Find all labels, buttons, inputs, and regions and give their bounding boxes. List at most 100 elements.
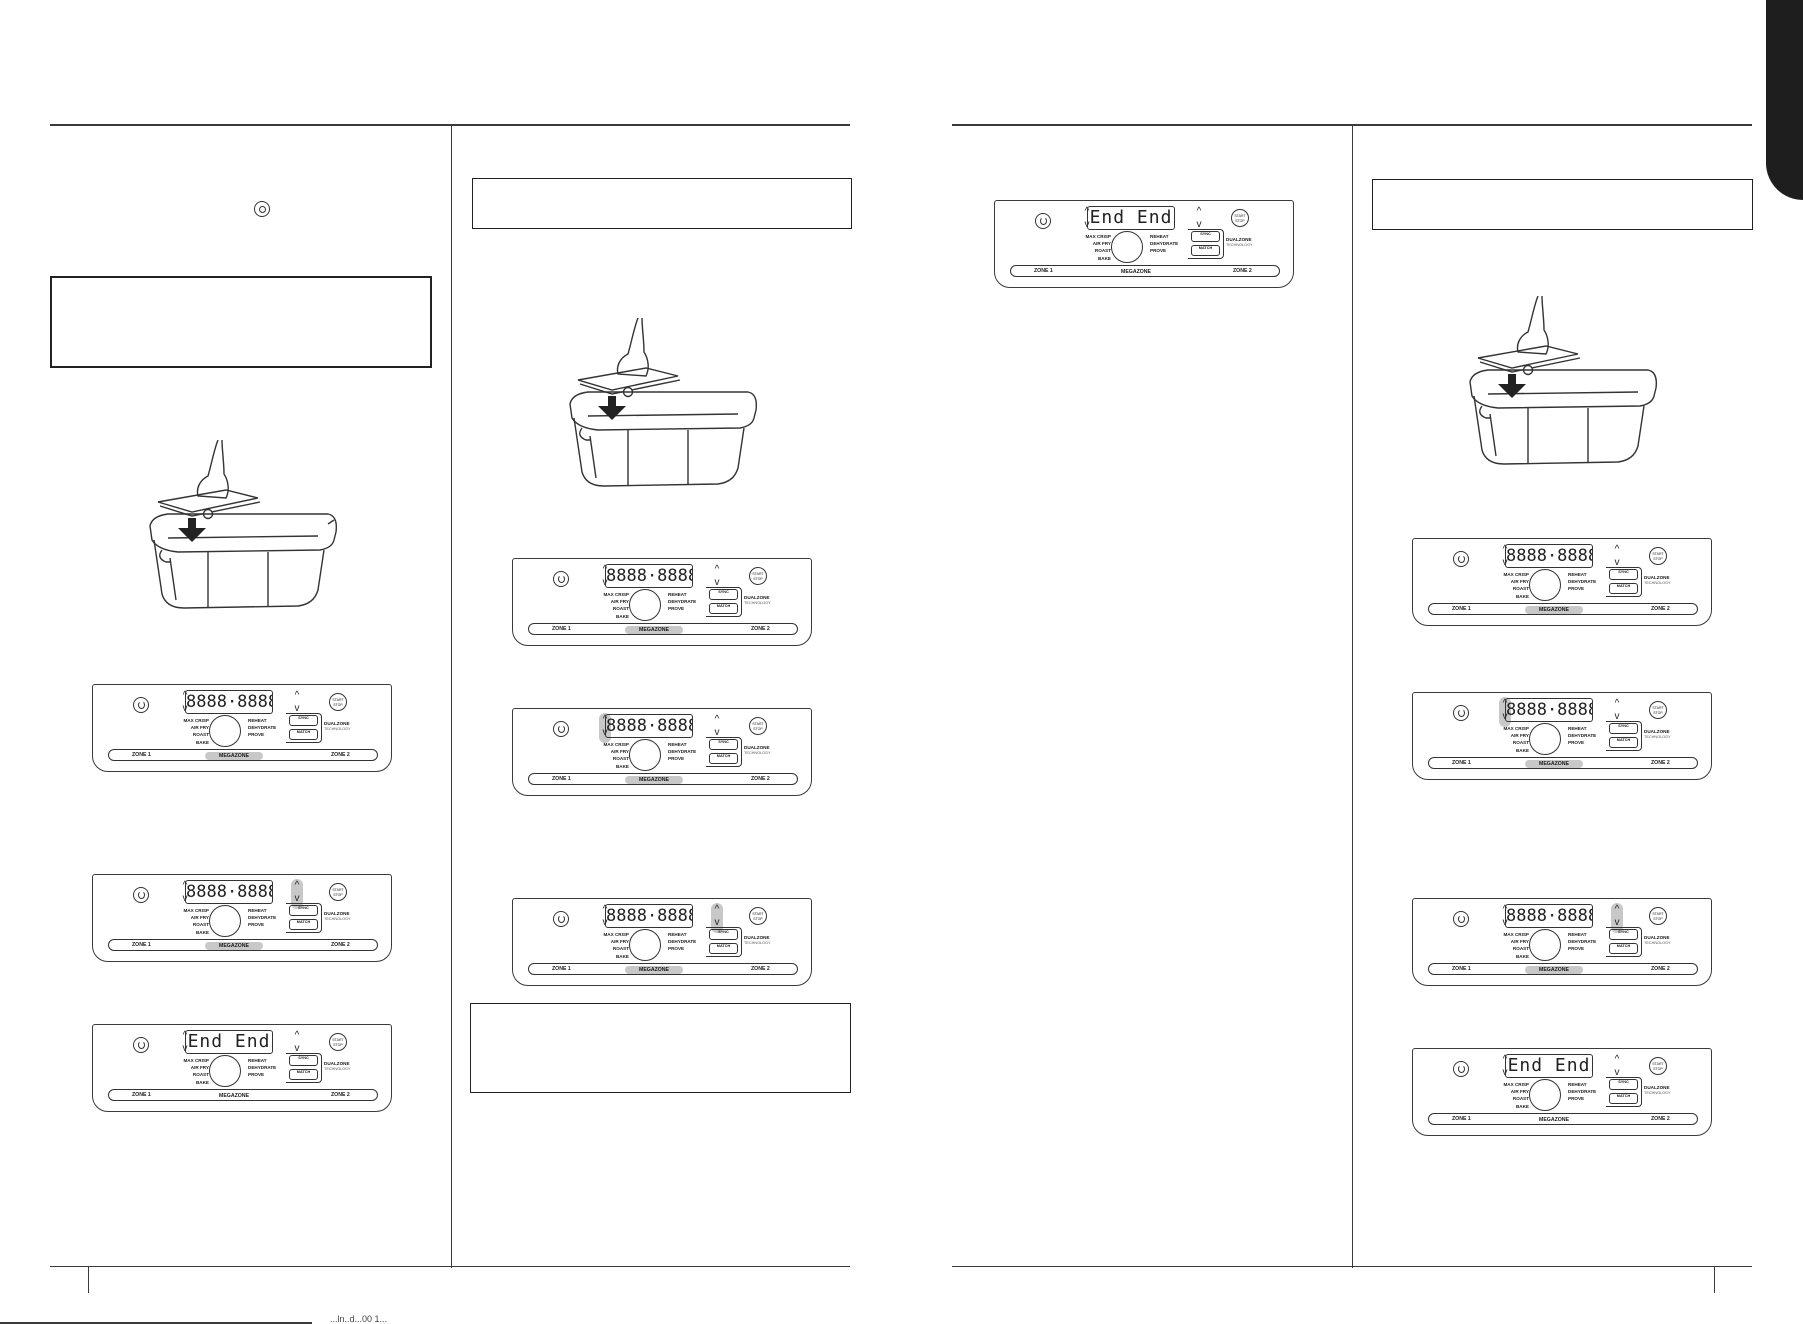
power-button-icon — [133, 1037, 149, 1053]
dial — [629, 929, 661, 961]
top-rule-right — [952, 124, 1752, 126]
dial — [209, 715, 241, 747]
start-stop-button: START STOP — [329, 883, 347, 901]
zone1-label: ZONE 1 — [1452, 966, 1471, 972]
zone-bar: ZONE 1 MEGAZONE ZONE 2 — [1010, 265, 1280, 277]
power-button-icon — [133, 697, 149, 713]
dualzone-bracket — [706, 927, 742, 957]
zone2-label: ZONE 2 — [1651, 966, 1670, 972]
zone2-label: ZONE 2 — [1651, 760, 1670, 766]
power-button-icon — [553, 571, 569, 587]
right-arrows-icon: ^v — [1614, 544, 1620, 568]
note-box-1 — [50, 276, 432, 368]
match-button: MATCH — [709, 753, 738, 764]
zone1-label: ZONE 1 — [1452, 606, 1471, 612]
megazone-label: MEGAZONE — [1525, 759, 1583, 768]
zone1-label: ZONE 1 — [552, 966, 571, 972]
display: End End — [1505, 1054, 1593, 1078]
start-stop-button: START STOP — [329, 693, 347, 711]
section-tab — [1766, 0, 1803, 200]
note-box-4 — [1372, 179, 1753, 230]
start-stop-button: START STOP — [329, 1033, 347, 1051]
match-button: MATCH — [709, 603, 738, 614]
sync-button: SYNC — [289, 1055, 318, 1066]
zone-bar: ZONE 1 MEGAZONE ZONE 2 — [108, 749, 378, 761]
zone1-label: ZONE 1 — [552, 776, 571, 782]
zone-bar: ZONE 1 MEGAZONE ZONE 2 — [1428, 603, 1698, 615]
match-button: MATCH — [289, 1069, 318, 1080]
right-arrows-icon: ^v — [1611, 903, 1623, 933]
zone1-label: ZONE 1 — [1034, 268, 1053, 274]
power-button-icon — [1453, 705, 1469, 721]
megazone-label: MEGAZONE — [625, 775, 683, 784]
start-stop-button: START STOP — [1649, 701, 1667, 719]
power-button-icon — [553, 911, 569, 927]
zone-bar: ZONE 1 MEGAZONE ZONE 2 — [108, 939, 378, 951]
start-stop-button: START STOP — [749, 907, 767, 925]
page-number-tick-right — [1714, 1267, 1715, 1293]
sync-button: SYNC — [709, 739, 738, 750]
right-arrows-icon: ^v — [1196, 206, 1202, 230]
note-box-3 — [470, 1003, 851, 1093]
zone2-label: ZONE 2 — [331, 752, 350, 758]
start-stop-button: START STOP — [1649, 1057, 1667, 1075]
display: 8888·8888 — [605, 904, 693, 928]
megazone-label: MEGAZONE — [1525, 965, 1583, 974]
sync-button: SYNC — [709, 929, 738, 940]
dualzone-bracket — [706, 737, 742, 767]
dial — [1529, 929, 1561, 961]
crisper-plate-basket-illustration-2 — [569, 318, 758, 487]
display: End End — [1087, 206, 1175, 230]
zone1-label: ZONE 1 — [132, 1092, 151, 1098]
match-button: MATCH — [1609, 737, 1638, 748]
match-button: MATCH — [709, 943, 738, 954]
power-button-icon — [1035, 213, 1051, 229]
zone1-label: ZONE 1 — [132, 942, 151, 948]
match-button: MATCH — [1191, 245, 1220, 256]
megazone-label: MEGAZONE — [625, 625, 683, 634]
sync-button: SYNC — [1191, 231, 1220, 242]
match-button: MATCH — [1609, 583, 1638, 594]
power-button-icon — [1453, 1061, 1469, 1077]
dualzone-bracket — [1188, 229, 1224, 259]
dualzone-bracket — [286, 903, 322, 933]
dualzone-bracket — [1606, 1077, 1642, 1107]
display: 8888·8888 — [605, 564, 693, 588]
zone2-label: ZONE 2 — [1651, 606, 1670, 612]
crisper-plate-basket-illustration-1 — [149, 440, 338, 609]
match-button: MATCH — [289, 729, 318, 740]
right-arrows-icon: ^v — [714, 564, 720, 588]
dial — [629, 739, 661, 771]
dualzone-bracket — [286, 713, 322, 743]
bottom-rule-left — [50, 1266, 850, 1267]
dualzone-bracket — [1606, 721, 1642, 751]
display: End End — [185, 1030, 273, 1054]
zone2-label: ZONE 2 — [751, 626, 770, 632]
dial — [1529, 723, 1561, 755]
start-stop-button: START STOP — [749, 717, 767, 735]
match-button: MATCH — [1609, 1093, 1638, 1104]
megazone-label: MEGAZONE — [219, 1092, 249, 1099]
